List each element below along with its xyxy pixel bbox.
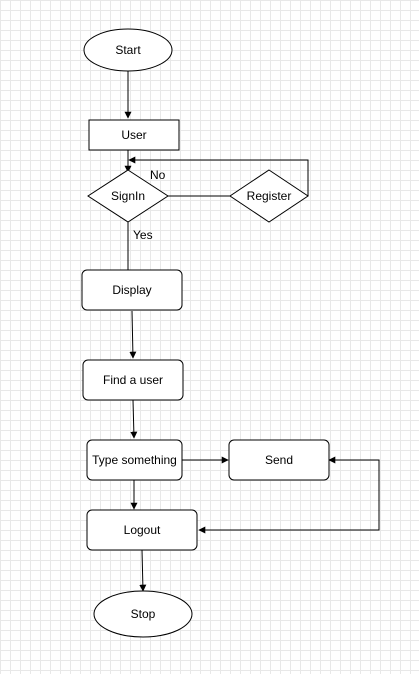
display-label: Display (112, 283, 151, 297)
edge-register-back-to-signin (128, 156, 309, 196)
logout-node[interactable]: Logout (86, 509, 198, 551)
signin-label: SignIn (111, 189, 145, 203)
type-something-box (86, 439, 183, 481)
send-node[interactable]: Send (228, 439, 330, 481)
edges (124, 71, 380, 592)
user-box (88, 119, 180, 151)
find-user-box (82, 359, 184, 401)
stop-node[interactable]: Stop (93, 590, 193, 638)
send-box (228, 439, 330, 481)
edge-send-to-logout (198, 456, 380, 534)
register-node[interactable]: Register (229, 169, 309, 223)
edge-label-yes: Yes (133, 228, 153, 242)
find-user-node[interactable]: Find a user (82, 359, 184, 401)
edge-logout-to-stop (139, 549, 147, 592)
send-label: Send (265, 453, 293, 467)
stop-label: Stop (131, 607, 156, 621)
logout-label: Logout (124, 523, 161, 537)
signin-node[interactable]: SignIn (87, 169, 169, 223)
display-node[interactable]: Display (81, 269, 183, 311)
type-something-node[interactable]: Type something (86, 439, 183, 481)
start-label: Start (115, 43, 141, 57)
start-node[interactable]: Start (83, 28, 173, 72)
logout-box (86, 509, 198, 551)
user-node[interactable]: User (88, 119, 180, 151)
stop-ellipse (93, 590, 193, 638)
signin-diamond (87, 169, 169, 223)
edge-find-user-to-type (130, 399, 138, 439)
edge-display-to-find-user (129, 310, 137, 359)
start-ellipse (83, 28, 173, 72)
register-label: Register (247, 189, 292, 203)
register-diamond (229, 169, 309, 223)
display-box (81, 269, 183, 311)
type-something-label: Type something (92, 453, 177, 467)
find-user-label: Find a user (103, 373, 163, 387)
edge-label-no: No (150, 168, 166, 182)
user-label: User (121, 128, 146, 142)
